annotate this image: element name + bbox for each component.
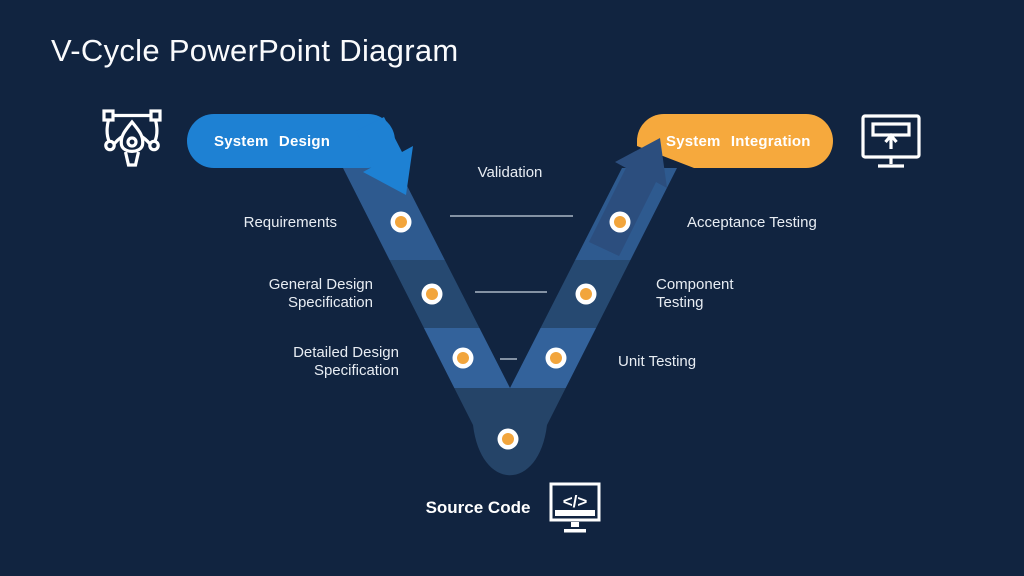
milestone-dot	[575, 283, 597, 305]
integration-flow-arrow	[589, 138, 667, 256]
milestone-dots	[390, 211, 631, 450]
stage-acceptance-testing: Acceptance Testing	[687, 214, 817, 231]
code-monitor-icon: </>	[547, 480, 603, 541]
page-title: V-Cycle PowerPoint Diagram	[51, 33, 459, 68]
milestone-dot	[421, 283, 443, 305]
pen-tool-icon	[99, 102, 165, 177]
stage-component-testing: Component Testing	[656, 276, 734, 311]
stage-unit-testing: Unit Testing	[618, 353, 697, 370]
milestone-dot	[452, 347, 474, 369]
system-integration-label: System Integration	[666, 133, 811, 150]
svg-text:</>: </>	[563, 492, 588, 511]
milestone-dot	[609, 211, 631, 233]
source-code-label: Source Code	[425, 498, 531, 517]
stage-detailed-design-specification: Detailed Design Specification	[293, 344, 399, 379]
monitor-upload-icon	[858, 109, 924, 180]
system-design-label: System Design	[214, 133, 331, 150]
stage-general-design-specification: General Design Specification	[268, 276, 373, 311]
milestone-dot	[390, 211, 412, 233]
milestone-dot	[545, 347, 567, 369]
milestone-dot	[497, 428, 519, 450]
validation-label: Validation	[477, 164, 543, 181]
level-connector-lines	[450, 215, 573, 360]
design-flow-arrow	[356, 117, 413, 195]
stage-requirements: Requirements	[243, 214, 337, 231]
system-design-banner	[187, 114, 395, 168]
system-integration-banner	[637, 114, 833, 168]
